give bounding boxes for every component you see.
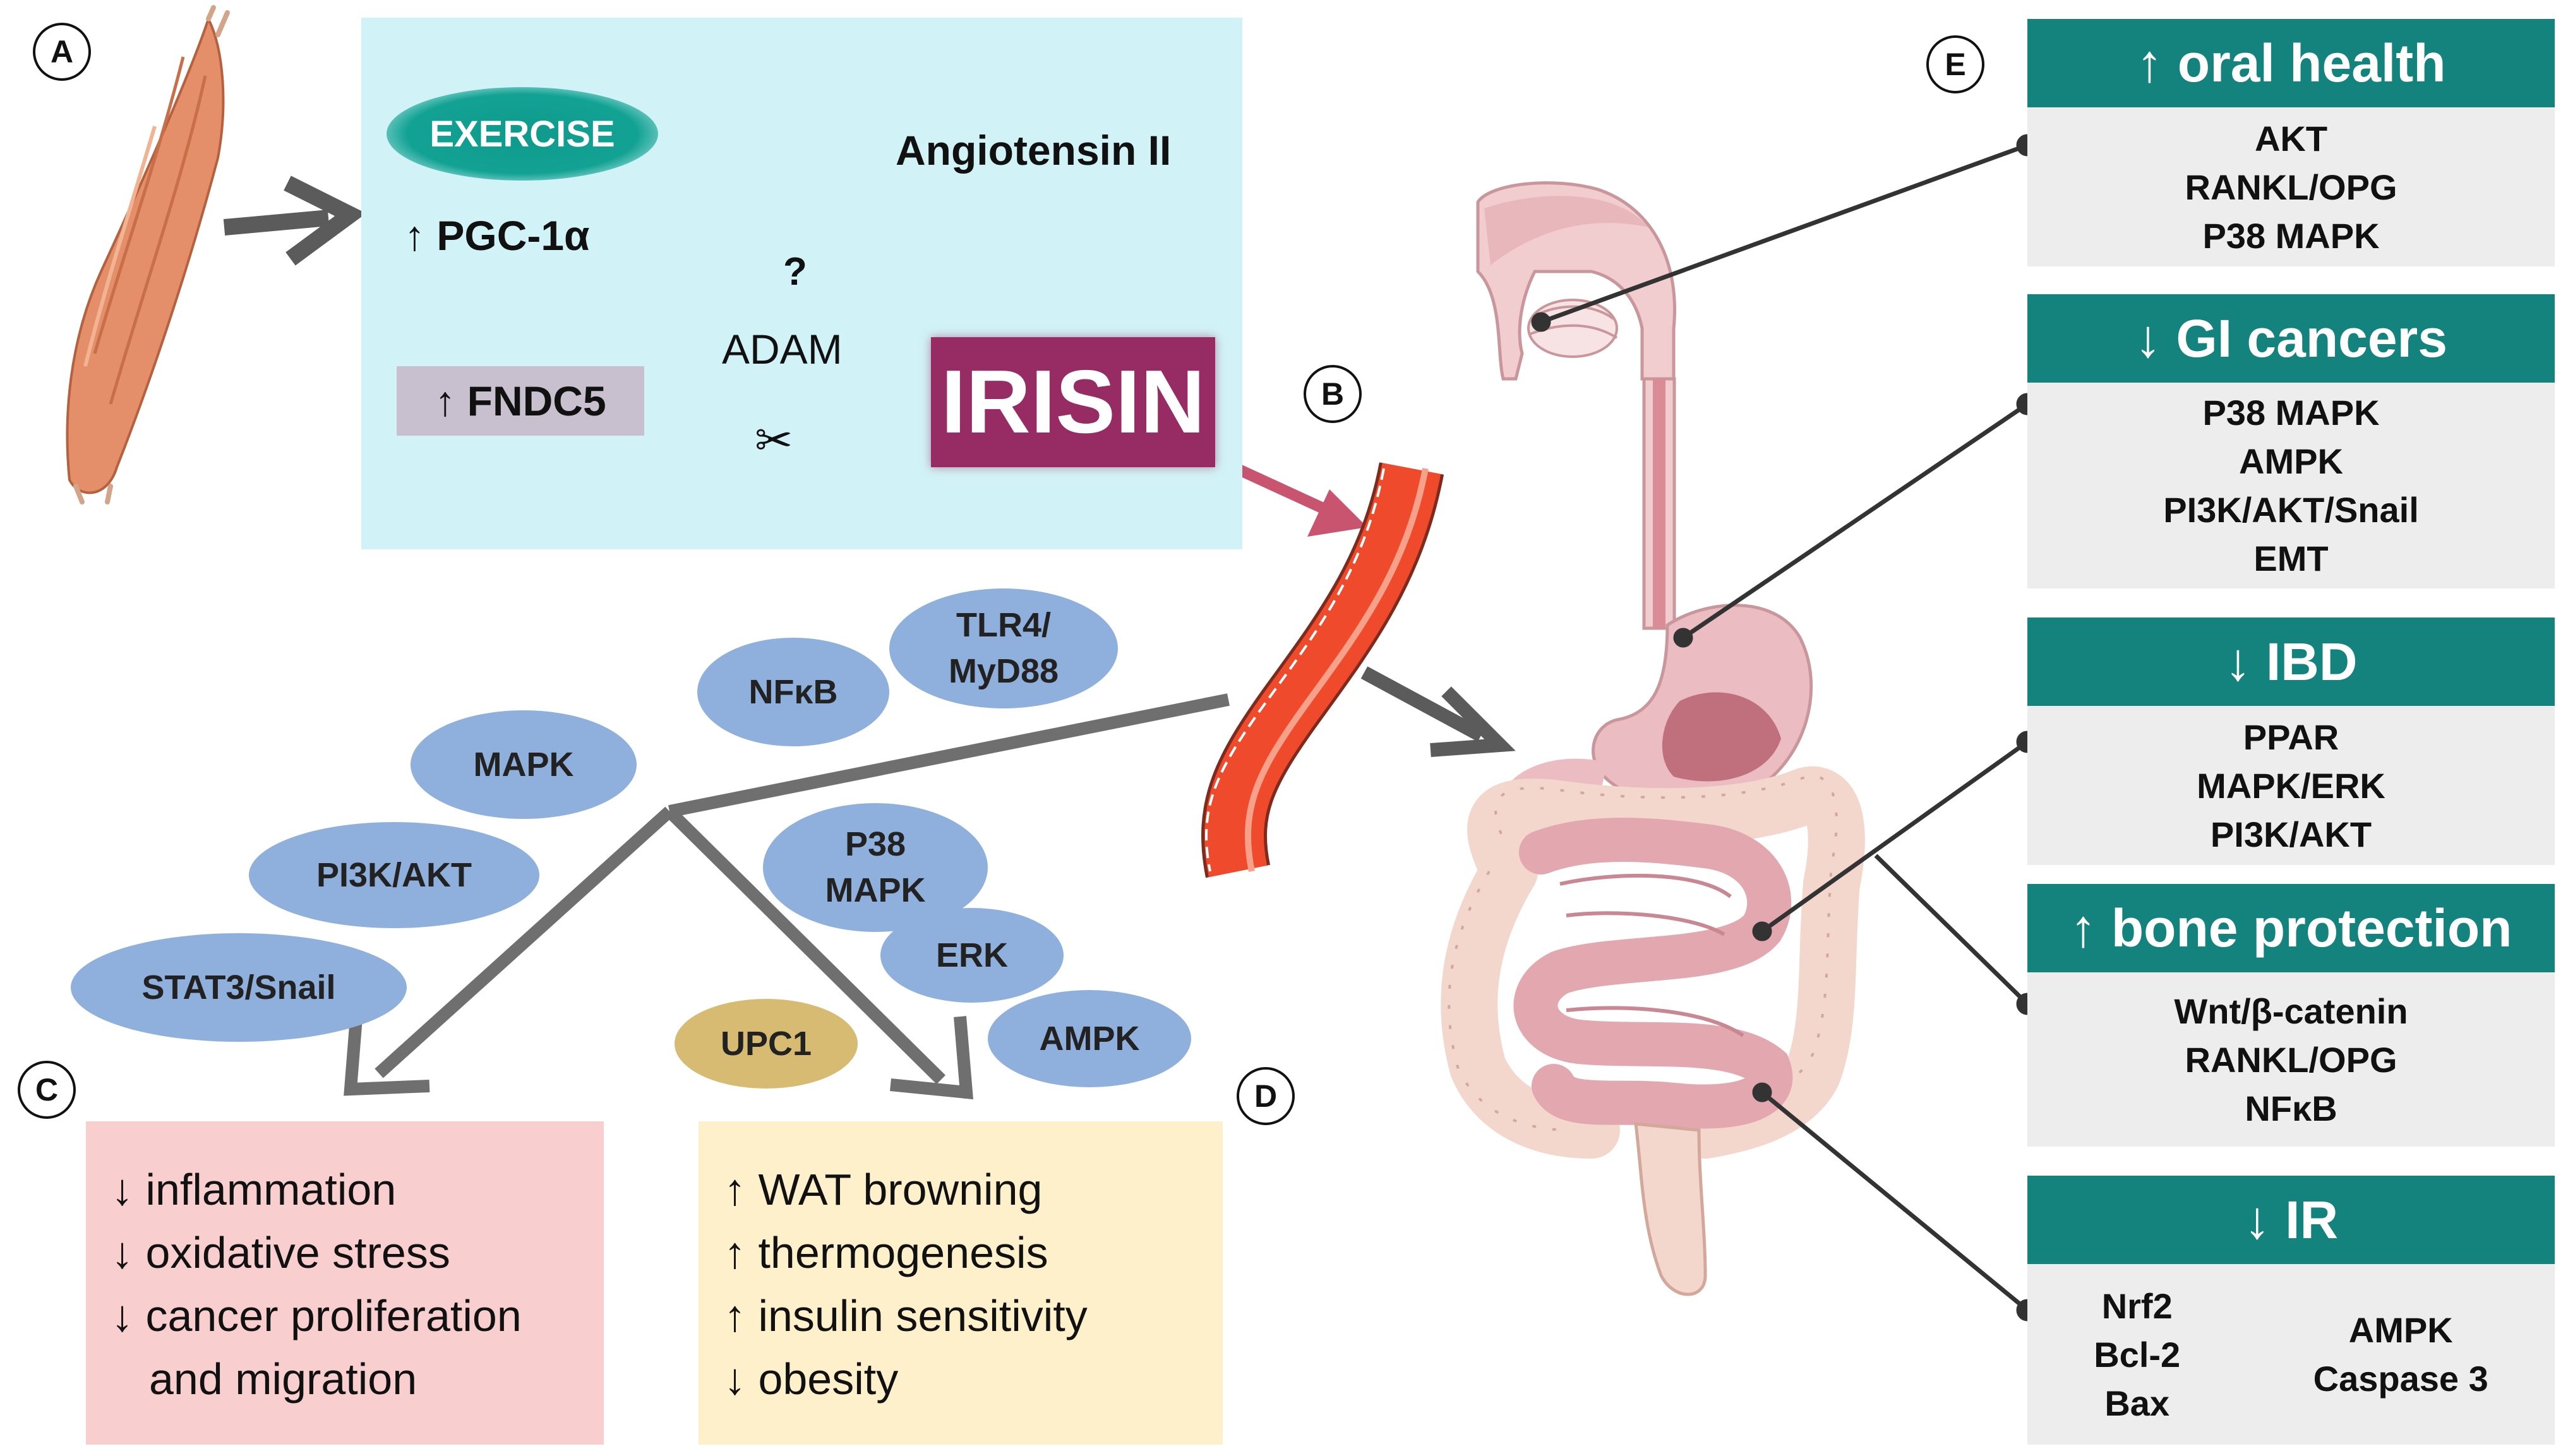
vessel-to-gi-arrow: [1360, 666, 1516, 757]
label-a: A: [33, 23, 91, 81]
panel-item: NFκB: [2245, 1088, 2337, 1128]
tlr4-line1: TLR4/: [956, 606, 1051, 645]
panel-item: Bax: [2104, 1383, 2170, 1423]
irisin-badge: IRISIN: [931, 337, 1215, 467]
muscle-illustration: [66, 5, 230, 504]
angiotensin-label: Angiotensin II: [896, 127, 1172, 174]
panel-item: Nrf2: [2101, 1286, 2173, 1326]
panel-gi-cancers-header: ↓ GI cancers: [2027, 294, 2555, 383]
panel-item: P38 MAPK: [2202, 393, 2380, 433]
panel-item: PI3K/AKT: [2210, 814, 2372, 854]
effect-d-line4: ↓ obesity: [724, 1354, 899, 1404]
muscle-to-box-arrow: [223, 176, 366, 266]
pgc1a-label: ↑ PGC-1α: [404, 212, 590, 259]
tlr4-myd88-oval: TLR4/MyD88: [889, 588, 1118, 708]
effect-d-line2: ↑ thermogenesis: [724, 1228, 1048, 1277]
label-e: E: [1926, 35, 1984, 93]
signaling-branches: [344, 693, 1230, 1100]
label-d: D: [1237, 1067, 1295, 1125]
label-c: C: [18, 1061, 76, 1119]
panel-oral-health-header: ↑ oral health: [2027, 19, 2555, 107]
panel-oral-health-body: AKT RANKL/OPG P38 MAPK: [2027, 107, 2555, 266]
adam-label: ADAM: [722, 326, 843, 373]
blood-vessel-illustration: [1201, 462, 1444, 878]
panel-ibd-body: PPAR MAPK/ERK PI3K/AKT: [2027, 706, 2555, 865]
exercise-badge: EXERCISE: [387, 87, 658, 181]
panel-item: AMPK: [2239, 441, 2343, 481]
panel-item: EMT: [2253, 539, 2329, 578]
panel-ibd-header: ↓ IBD: [2027, 618, 2555, 706]
label-b: B: [1304, 365, 1362, 423]
effect-d-line3: ↑ insulin sensitivity: [724, 1291, 1088, 1340]
question-mark: ?: [783, 250, 807, 294]
digestive-tract-illustration: [1441, 181, 1865, 1296]
p38-line2: MAPK: [825, 871, 926, 909]
panel-gi-cancers-body: P38 MAPK AMPK PI3K/AKT/Snail EMT: [2027, 383, 2555, 588]
panel-bone-protection-header: ↑ bone protection: [2027, 884, 2555, 972]
effects-c-box: ↓ inflammation ↓ oxidative stress ↓ canc…: [86, 1121, 604, 1445]
mapk-oval: MAPK: [411, 710, 637, 819]
ir-left-column: Nrf2 Bcl-2 Bax: [2094, 1282, 2180, 1428]
panel-item: AKT: [2254, 118, 2328, 158]
panel-item: PPAR: [2243, 717, 2339, 757]
nfkb-oval: NFκB: [697, 638, 889, 746]
fndc5-label: ↑ FNDC5: [397, 366, 644, 436]
panel-ir-header: ↓ IR: [2027, 1176, 2555, 1264]
effect-c-line1: ↓ inflammation: [111, 1165, 397, 1214]
stat3-snail-oval: STAT3/Snail: [71, 933, 407, 1042]
pi3k-akt-oval: PI3K/AKT: [249, 822, 539, 928]
upc1-oval: UPC1: [675, 999, 858, 1089]
ir-right-column: AMPK Caspase 3: [2313, 1306, 2488, 1403]
ampk-oval: AMPK: [988, 990, 1191, 1087]
panel-item: MAPK/ERK: [2197, 765, 2385, 806]
scissors-icon: ✂: [755, 415, 793, 466]
panel-item: Caspase 3: [2313, 1359, 2488, 1399]
panel-item: RANKL/OPG: [2185, 1039, 2397, 1080]
effect-c-line3: ↓ cancer proliferation: [111, 1291, 522, 1340]
p38-line1: P38: [844, 825, 906, 864]
effect-d-line1: ↑ WAT browning: [724, 1165, 1043, 1214]
panel-item: RANKL/OPG: [2185, 167, 2397, 207]
panel-item: Wnt/β-catenin: [2174, 991, 2408, 1031]
panel-item: P38 MAPK: [2202, 215, 2380, 256]
panel-item: AMPK: [2348, 1310, 2453, 1350]
panel-item: Bcl-2: [2094, 1334, 2181, 1375]
effect-c-line2: ↓ oxidative stress: [111, 1228, 450, 1277]
panel-ir-body: Nrf2 Bcl-2 Bax AMPK Caspase 3: [2027, 1264, 2555, 1445]
effects-d-box: ↑ WAT browning ↑ thermogenesis ↑ insulin…: [699, 1121, 1223, 1445]
tlr4-line2: MyD88: [948, 652, 1059, 690]
panel-item: PI3K/AKT/Snail: [2163, 490, 2419, 530]
panel-bone-protection-body: Wnt/β-catenin RANKL/OPG NFκB: [2027, 972, 2555, 1147]
effect-c-line4: and migration: [149, 1354, 417, 1404]
erk-oval: ERK: [880, 908, 1064, 1003]
